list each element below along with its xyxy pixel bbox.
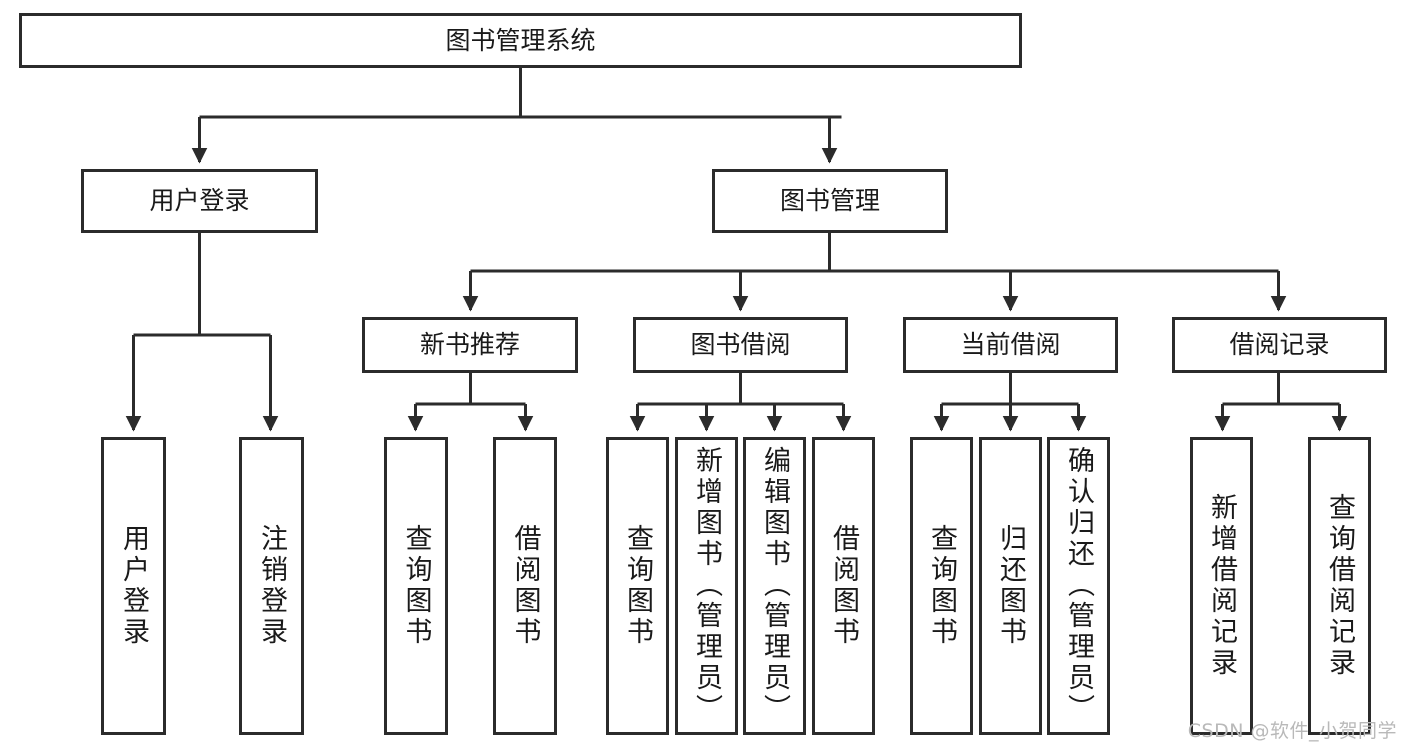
leaf-edit-book-admin[interactable]: 编辑图书（管理员） — [743, 437, 806, 735]
node-label: 用户登录 — [118, 524, 149, 648]
leaf-query-book-current[interactable]: 查询图书 — [910, 437, 973, 735]
leaf-query-book-new[interactable]: 查询图书 — [384, 437, 448, 735]
leaf-query-book-borrow[interactable]: 查询图书 — [606, 437, 669, 735]
node-user-login[interactable]: 用户登录 — [81, 169, 318, 233]
node-label: 新书推荐 — [419, 330, 520, 360]
leaf-confirm-return-admin[interactable]: 确认归还（管理员） — [1047, 437, 1110, 735]
leaf-add-book-admin[interactable]: 新增图书（管理员） — [675, 437, 738, 735]
leaf-user-logout[interactable]: 注销登录 — [239, 437, 304, 735]
leaf-borrow-book[interactable]: 借阅图书 — [812, 437, 875, 735]
node-book-borrow[interactable]: 图书借阅 — [633, 317, 848, 373]
node-label: 查询图书 — [622, 524, 653, 648]
node-label: 归还图书 — [995, 524, 1026, 648]
node-label: 图书管理系统 — [445, 25, 596, 55]
node-label: 注销登录 — [256, 524, 287, 648]
node-label: 新增图书（管理员） — [691, 446, 722, 725]
node-new-book-recommend[interactable]: 新书推荐 — [362, 317, 578, 373]
node-label: 查询图书 — [400, 524, 432, 648]
node-root-system[interactable]: 图书管理系统 — [19, 13, 1022, 68]
node-label: 图书借阅 — [690, 330, 791, 360]
node-label: 图书管理 — [779, 186, 880, 216]
leaf-return-book[interactable]: 归还图书 — [979, 437, 1042, 735]
leaf-user-login[interactable]: 用户登录 — [101, 437, 166, 735]
node-label: 当前借阅 — [960, 330, 1061, 360]
node-label: 确认归还（管理员） — [1063, 446, 1094, 725]
node-book-management[interactable]: 图书管理 — [712, 169, 948, 233]
node-label: 查询图书 — [926, 524, 957, 648]
leaf-borrow-book-new[interactable]: 借阅图书 — [493, 437, 557, 735]
leaf-add-borrow-record[interactable]: 新增借阅记录 — [1190, 437, 1253, 735]
node-label: 查询借阅记录 — [1324, 493, 1355, 679]
node-label: 新增借阅记录 — [1206, 493, 1237, 679]
node-label: 编辑图书（管理员） — [759, 446, 790, 725]
csdn-watermark: CSDN @软件_小贺同学 — [1187, 720, 1397, 742]
node-current-borrow[interactable]: 当前借阅 — [903, 317, 1118, 373]
node-label: 借阅记录 — [1229, 330, 1330, 360]
node-label: 用户登录 — [149, 186, 250, 216]
node-label: 借阅图书 — [828, 524, 859, 648]
leaf-query-borrow-record[interactable]: 查询借阅记录 — [1308, 437, 1371, 735]
node-label: 借阅图书 — [509, 524, 541, 648]
node-borrow-records[interactable]: 借阅记录 — [1172, 317, 1387, 373]
